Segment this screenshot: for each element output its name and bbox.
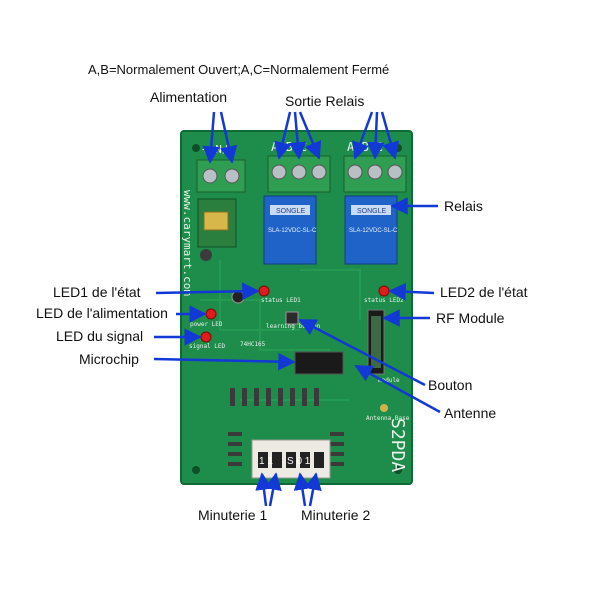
arrow-minuterie1-b <box>264 472 282 507</box>
status-led-2-label: status LED2 <box>364 297 404 304</box>
arrow-led2 <box>388 282 435 301</box>
timer-dip-switch <box>251 439 331 479</box>
arrow-alimentation-2 <box>219 111 238 164</box>
arrow-sortie-1c <box>298 111 322 160</box>
label-led2: LED2 de l'état <box>440 284 528 300</box>
brand-silkscreen: www.carymart.com <box>181 190 194 296</box>
power-led <box>205 308 217 320</box>
relay-terminal-label-2: A B C <box>347 140 383 154</box>
resistor-row <box>230 388 319 406</box>
label-sortie-relais: Sortie Relais <box>285 93 365 109</box>
arrow-sortie-1b <box>288 111 307 160</box>
arrow-minuterie2-a <box>293 472 312 507</box>
relay-terminal-block-1 <box>267 155 331 193</box>
timer-digits-1: 1 1 <box>259 456 273 467</box>
model-label: S2PDA <box>387 418 408 472</box>
relay-2-brand: SONGLE <box>357 208 387 215</box>
signal-led-label: signal LED <box>189 343 226 350</box>
arrow-sortie-2c <box>380 111 400 160</box>
signal-led <box>200 331 212 343</box>
arrow-alimentation-1 <box>202 111 220 164</box>
arrow-sortie-1a <box>274 111 292 160</box>
label-antenne: Antenne <box>444 405 497 421</box>
timer-digits-2: S 0 1 <box>287 456 311 467</box>
power-led-label: power LED <box>190 321 223 328</box>
relay-1-part: SLA-12VDC-SL-C <box>268 228 317 234</box>
arrow-antenne <box>354 364 441 414</box>
arrow-minuterie2-b <box>304 472 322 507</box>
relay-1-brand: SONGLE <box>276 208 306 215</box>
arrow-bouton <box>298 318 426 387</box>
status-led-1-label: status LED1 <box>261 297 301 304</box>
label-led-signal: LED du signal <box>56 328 144 344</box>
resistor-columns <box>228 432 344 466</box>
status-led-2 <box>378 285 390 297</box>
relay-2: SONGLE SLA-12VDC-SL-C <box>344 195 398 265</box>
label-relais: Relais <box>444 198 483 214</box>
learning-button-label: learning button <box>266 323 321 330</box>
learning-button <box>285 311 299 325</box>
label-alimentation: Alimentation <box>150 89 228 105</box>
arrow-sortie-2a <box>352 111 374 160</box>
relay-2-part: SLA-12VDC-SL-C <box>349 228 398 234</box>
label-led1: LED1 de l'état <box>53 284 141 300</box>
power-supply-module <box>197 198 237 261</box>
label-microchip: Microchip <box>79 351 139 367</box>
antenna-base <box>380 404 388 412</box>
power-terminal-block <box>196 159 246 193</box>
label-rf-module: RF Module <box>436 310 505 326</box>
label-led-alimentation: LED de l'alimentation <box>36 305 168 321</box>
rf-module <box>367 309 385 375</box>
contact-note: A,B=Normalement Ouvert;A,C=Normalement F… <box>88 62 390 77</box>
label-minuterie-1: Minuterie 1 <box>198 507 268 523</box>
arrow-minuterie1-a <box>255 472 273 507</box>
arrow-microchip <box>153 352 296 371</box>
arrow-sortie-2b <box>366 111 385 160</box>
chip-label: 74HC165 <box>240 341 266 348</box>
capacitor <box>231 290 245 304</box>
antenna-base-label: Antenna Base <box>366 415 410 422</box>
relay-1: SONGLE SLA-12VDC-SL-C <box>263 195 317 265</box>
rf-module-label: module <box>378 377 400 384</box>
label-minuterie-2: Minuterie 2 <box>301 507 371 523</box>
microchip <box>294 351 344 375</box>
relay-terminal-block-2 <box>343 155 407 193</box>
status-led-1 <box>258 285 270 297</box>
arrow-led1 <box>155 282 260 301</box>
relay-terminal-label-1: A B C <box>271 140 307 154</box>
label-bouton: Bouton <box>428 377 473 393</box>
annotation-arrows <box>153 111 441 507</box>
